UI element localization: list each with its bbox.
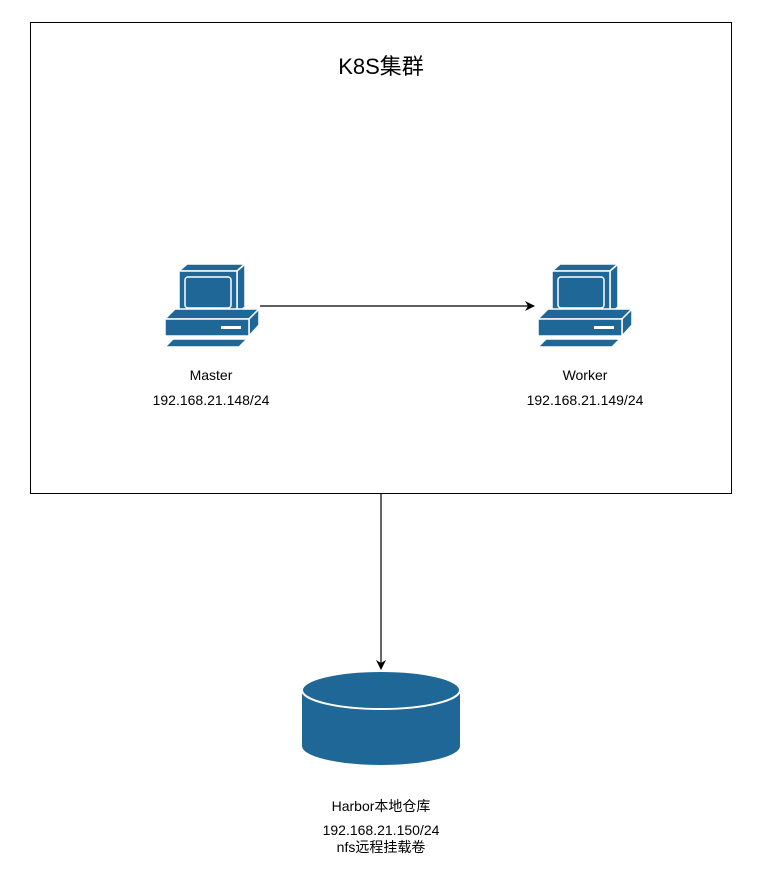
master-ip-label: 192.168.21.148/24 (152, 392, 270, 408)
worker-ip-label: 192.168.21.149/24 (526, 392, 644, 408)
master-name-label: Master (189, 367, 233, 383)
worker-workstation-icon (537, 263, 632, 348)
storage-note-label: nfs远程挂载卷 (336, 839, 426, 855)
storage-name-label: Harbor本地仓库 (331, 798, 431, 814)
cluster-title: K8S集群 (338, 54, 424, 79)
storage-ip-label: 192.168.21.150/24 (322, 822, 440, 838)
storage-database-icon (301, 670, 461, 765)
master-workstation-icon (164, 263, 259, 348)
k8s-cluster-container (30, 22, 732, 494)
worker-name-label: Worker (562, 367, 608, 383)
